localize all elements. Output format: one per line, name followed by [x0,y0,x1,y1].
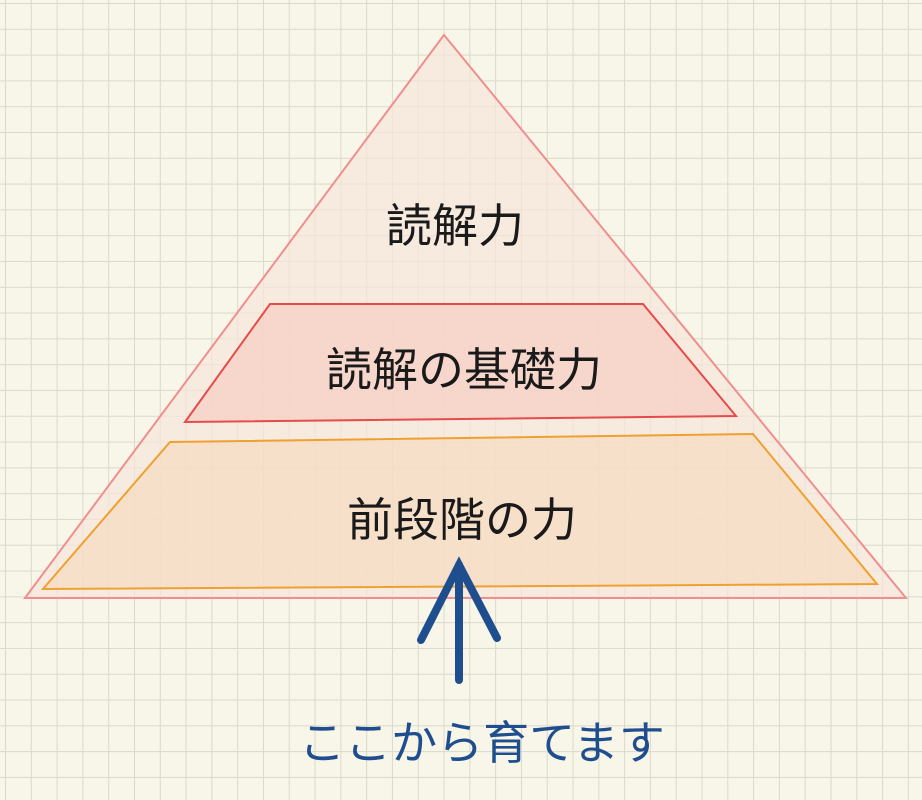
bottom-trapezoid [40,432,880,591]
level-top-label: 読解力 [386,199,524,253]
level-bottom-label: 前段階の力 [347,493,577,547]
middle-trapezoid [183,303,739,424]
level-middle-label: 読解の基礎力 [326,343,602,397]
caption-text: ここから育てます [299,716,665,770]
up-arrow-icon [417,556,501,684]
